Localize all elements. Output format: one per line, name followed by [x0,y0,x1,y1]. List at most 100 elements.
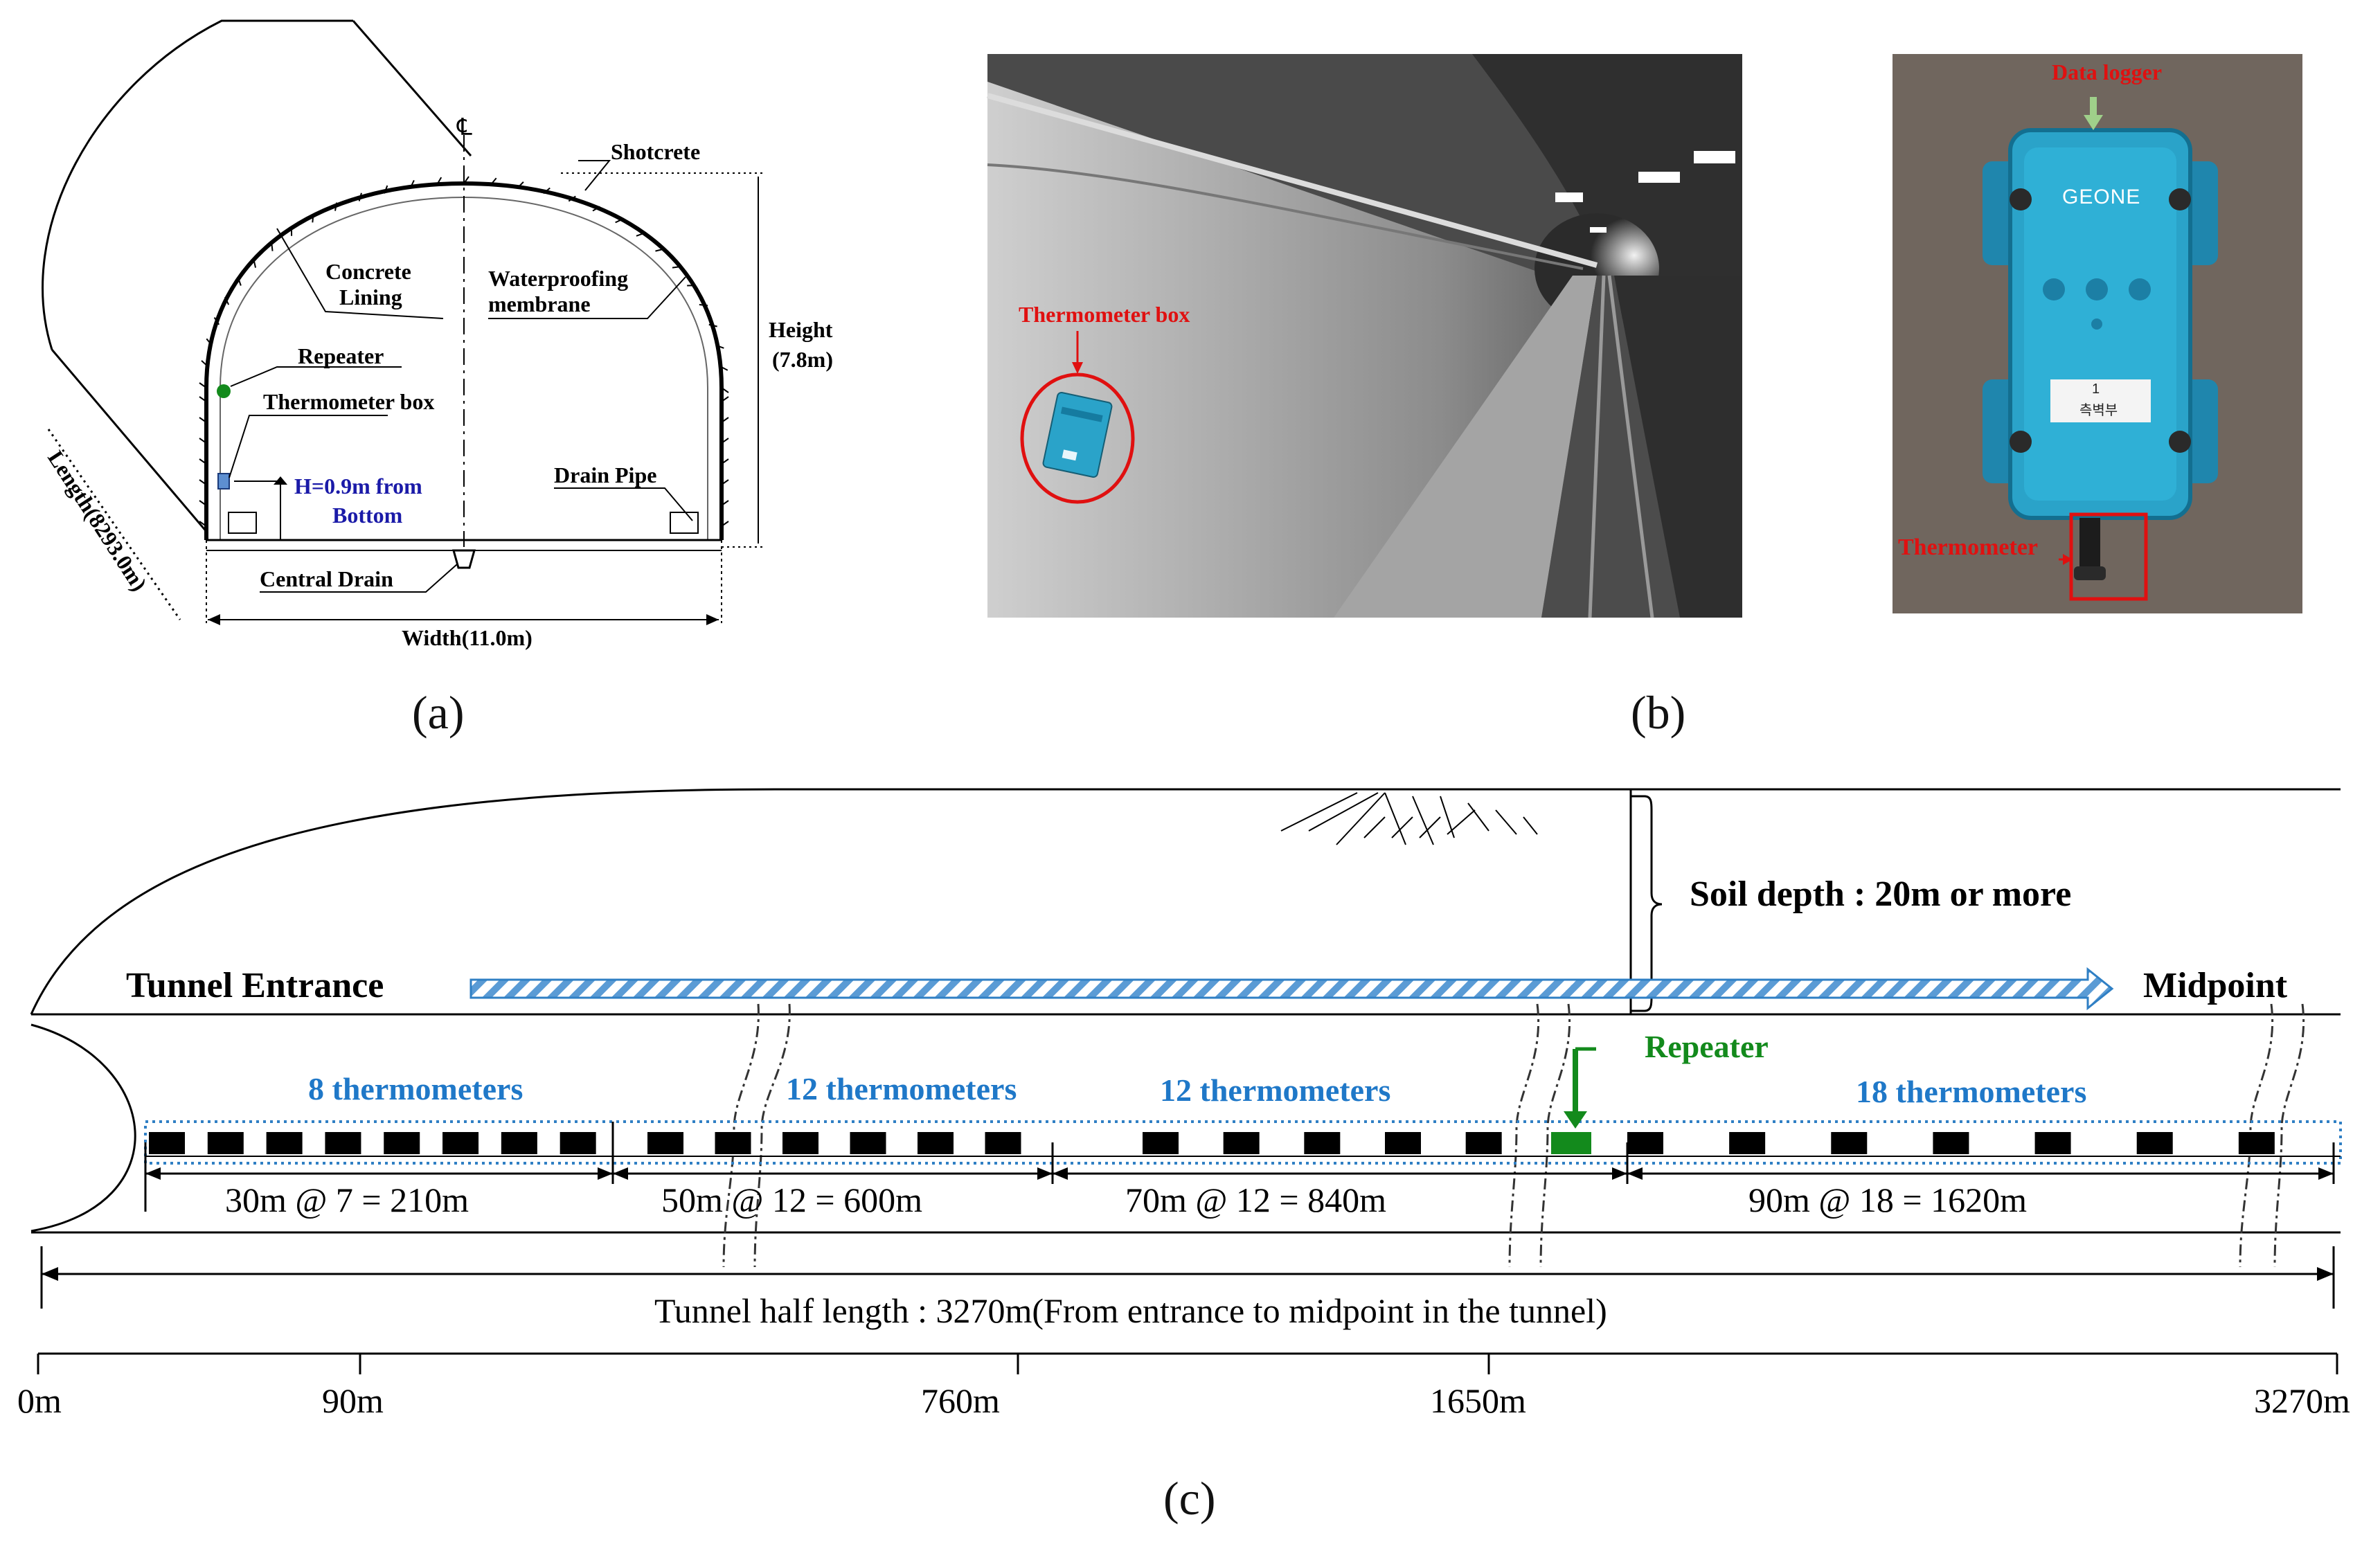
shotcrete-hatch-mark [721,479,729,485]
shotcrete-hatch-mark [636,232,645,237]
thermometer-sensor [2238,1132,2275,1154]
shotcrete-hatch-mark [592,206,601,212]
thermometer-sensor [1729,1132,1766,1154]
thermometer-sensor [325,1132,361,1154]
thermometer-sensor [1385,1132,1421,1154]
thermometer-sensor [442,1132,479,1154]
shotcrete-hatch-mark [199,438,207,444]
centerline-mark: ℄ [456,115,472,141]
group-1-count-label: 8 thermometers [308,1071,523,1106]
device-tag-text: 측벽부 [2079,402,2118,418]
panel-a-tunnel-cross-section: Length(8293.0m) ℄ Height (7.8m) Width(11… [42,19,833,650]
shotcrete-hatch-mark [672,266,681,269]
shotcrete-hatch-mark [199,458,207,465]
axis-tick-3270m: 3270m [2254,1381,2350,1420]
thermometer-sensor [560,1132,596,1154]
shotcrete-hatch-mark [436,177,442,186]
shotcrete-hatch-mark [490,177,497,186]
shotcrete-hatch-mark [384,185,388,194]
concrete-lining-label-1: Concrete [325,259,411,284]
width-label: Width(11.0m) [402,625,533,650]
thermometer-sensor [1143,1132,1179,1154]
shotcrete-hatch-mark [721,438,729,444]
thermometer-sensor [647,1132,683,1154]
axis-tick-90m: 90m [322,1381,384,1420]
shotcrete-hatch-mark [721,500,729,506]
thermometer-label: Thermometer [1898,535,2039,560]
shotcrete-hatch-mark [312,214,314,223]
excavation-boundary-arc [42,19,353,350]
data-logger-illustration [1893,54,2302,613]
tunnel-entrance-label: Tunnel Entrance [126,966,384,1005]
shotcrete-hatch-mark [568,195,576,202]
thermometer-box-callout-label: Thermometer box [1019,302,1190,327]
thermometer-sensor [1223,1132,1260,1154]
thermometer-sensor [207,1132,244,1154]
height-label-1: Height [769,317,833,342]
thermometer-sensor [782,1132,818,1154]
thermometer-sensor [266,1132,303,1154]
shotcrete-hatch-mark [715,344,724,349]
direction-arrow [469,967,2114,1011]
panel-a-label: (a) [412,686,465,739]
shotcrete-hatch-mark [721,458,729,465]
shotcrete-hatch-mark [721,396,729,402]
sensor-height-label-1: H=0.9m from [294,474,422,499]
group-3-count-label: 12 thermometers [1160,1072,1390,1108]
midpoint-label: Midpoint [2143,966,2288,1005]
shotcrete-hatch-mark [237,277,242,286]
shotcrete-hatch-mark [199,500,207,506]
sensor-height-label-2: Bottom [332,503,403,528]
thermometer-sensor [1304,1132,1341,1154]
thermometer-sensor [384,1132,420,1154]
panel-c-longitudinal-section: Soil depth : 20m or more Tunnel Entrance… [17,788,2350,1420]
panel-b-label: (b) [1631,686,1686,739]
thermometer-sensor [1465,1132,1502,1154]
shotcrete-hatch-mark [199,417,207,423]
thermometer-box-callout [1020,331,1135,504]
length-label: Length(8293.0m) [43,446,152,595]
repeater-label: Repeater [298,343,384,368]
thermometer-sensor [918,1132,954,1154]
shotcrete-hatch-mark [721,521,729,527]
group-3-spacing-label: 70m @ 12 = 840m [1125,1181,1386,1219]
group-2-count-label: 12 thermometers [786,1071,1017,1106]
repeater-marker [1551,1132,1591,1154]
repeater-marker [217,384,231,398]
data-logger-label: Data logger [2052,60,2163,84]
shotcrete-hatch-mark [517,181,524,189]
thermometer-sensor [850,1132,886,1154]
waterproofing-label-1: Waterproofing [488,266,628,291]
drain-pipe-label: Drain Pipe [554,463,656,487]
shotcrete-hatch-mark [201,360,208,367]
data-logger-photo: Data logger GEONE 1 측벽부 Thermometer [1893,54,2302,613]
tunnel-photo: Thermometer box [986,54,1742,618]
device-tag-number: 1 [2092,381,2100,397]
thermometer-sensor [715,1132,751,1154]
shotcrete-label: Shotcrete [611,139,700,164]
shotcrete-hatch-mark [206,338,213,346]
thermometer-sensor [149,1132,185,1154]
shotcrete-hatch-mark [334,202,338,211]
shotcrete-hatch-mark [708,323,717,327]
shotcrete-hatch-mark [721,387,729,393]
axis-tick-760m: 760m [921,1381,1000,1420]
length-dimension-line [47,429,181,620]
shotcrete-hatch-mark [655,248,664,252]
shotcrete-hatch-mark [213,317,220,325]
thermometer-highlight-box [2069,512,2148,601]
thermometer-sensor [2034,1132,2071,1154]
thermometer-sensor [1627,1132,1663,1154]
height-label-2: (7.8m) [772,347,833,372]
shotcrete-hatch-mark [543,187,551,195]
ground-surface [30,788,2341,1015]
group-4-count-label: 18 thermometers [1856,1074,2086,1109]
thermometer-sensor [2136,1132,2173,1154]
axis-tick-0m: 0m [17,1381,62,1420]
shotcrete-hatch-mark [615,218,624,224]
shotcrete-hatch-mark [199,396,207,402]
shotcrete-hatch-mark [199,521,207,527]
group-1-spacing-label: 30m @ 7 = 210m [225,1181,469,1219]
shotcrete-hatch-mark [409,179,415,188]
thermometer-sensor [985,1132,1021,1154]
